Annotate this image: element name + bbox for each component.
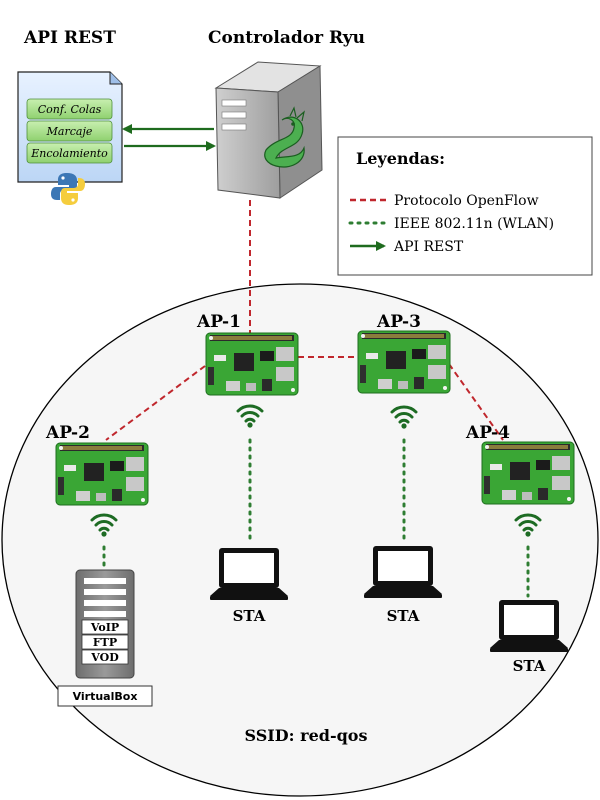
- openflow-link-ap1-ap2: [105, 365, 206, 441]
- ryu-controller-server-icon: [214, 61, 323, 199]
- sta3-label: STA: [513, 657, 546, 675]
- ap4-board-icon: [481, 441, 575, 505]
- ap2-board-icon: [55, 442, 149, 506]
- legend-api-label: API REST: [393, 239, 464, 255]
- access-point-ap4[interactable]: AP-4: [465, 423, 575, 539]
- legend: Leyendas: Protocolo OpenFlow IEEE 802.11…: [337, 136, 593, 276]
- ryu-dragon-icon: [264, 106, 305, 168]
- api-item-label: Marcaje: [46, 125, 93, 138]
- openflow-link-ap3-ap4: [448, 363, 504, 441]
- ap1-label: AP-1: [196, 312, 241, 332]
- legend-wlan-label: IEEE 802.11n (WLAN): [394, 216, 554, 232]
- legend-title: Leyendas:: [356, 149, 445, 168]
- laptop-icon: [210, 548, 288, 600]
- service-ftp-label: FTP: [93, 636, 117, 649]
- station-sta-3[interactable]: STA: [490, 600, 568, 675]
- service-voip-label: VoIP: [90, 621, 119, 634]
- station-sta-1[interactable]: STA: [210, 548, 288, 625]
- laptop-icon: [364, 546, 442, 598]
- api-item-conf-colas[interactable]: Conf. Colas: [26, 98, 113, 120]
- api-item-label: Conf. Colas: [38, 103, 102, 116]
- service-vod-label: VOD: [90, 651, 119, 664]
- service-server[interactable]: VoIP FTP VOD VirtualBox: [57, 569, 153, 707]
- virtualbox-badge: [57, 685, 153, 707]
- ap3-label: AP-3: [376, 312, 421, 332]
- ap4-label: AP-4: [465, 423, 510, 443]
- service-vod: [81, 649, 129, 665]
- virtualbox-label: VirtualBox: [73, 690, 138, 703]
- station-sta-2[interactable]: STA: [364, 546, 442, 625]
- ssid-label: SSID: red-qos: [245, 726, 368, 745]
- access-point-ap1[interactable]: AP-1: [196, 312, 299, 430]
- service-voip: [81, 619, 129, 635]
- laptop-icon: [490, 600, 568, 652]
- legend-openflow-label: Protocolo OpenFlow: [394, 193, 539, 209]
- api-rest-title: API REST: [23, 28, 116, 48]
- access-point-ap3[interactable]: AP-3: [357, 312, 451, 431]
- ap3-board-icon: [357, 330, 451, 394]
- api-document: Conf. Colas Marcaje Encolamiento: [17, 71, 123, 183]
- ap1-board-icon: [205, 332, 299, 396]
- access-point-ap2[interactable]: AP-2: [45, 423, 149, 539]
- controller-title: Controlador Ryu: [208, 28, 365, 48]
- python-logo-icon: [51, 173, 85, 205]
- service-ftp: [81, 634, 129, 650]
- api-item-label: Encolamiento: [30, 147, 108, 160]
- api-item-marcaje[interactable]: Marcaje: [26, 120, 113, 142]
- ap2-label: AP-2: [45, 423, 90, 443]
- sta2-label: STA: [387, 607, 420, 625]
- sta1-label: STA: [233, 607, 266, 625]
- api-item-encolamiento[interactable]: Encolamiento: [26, 142, 113, 164]
- network-area: [1, 283, 599, 797]
